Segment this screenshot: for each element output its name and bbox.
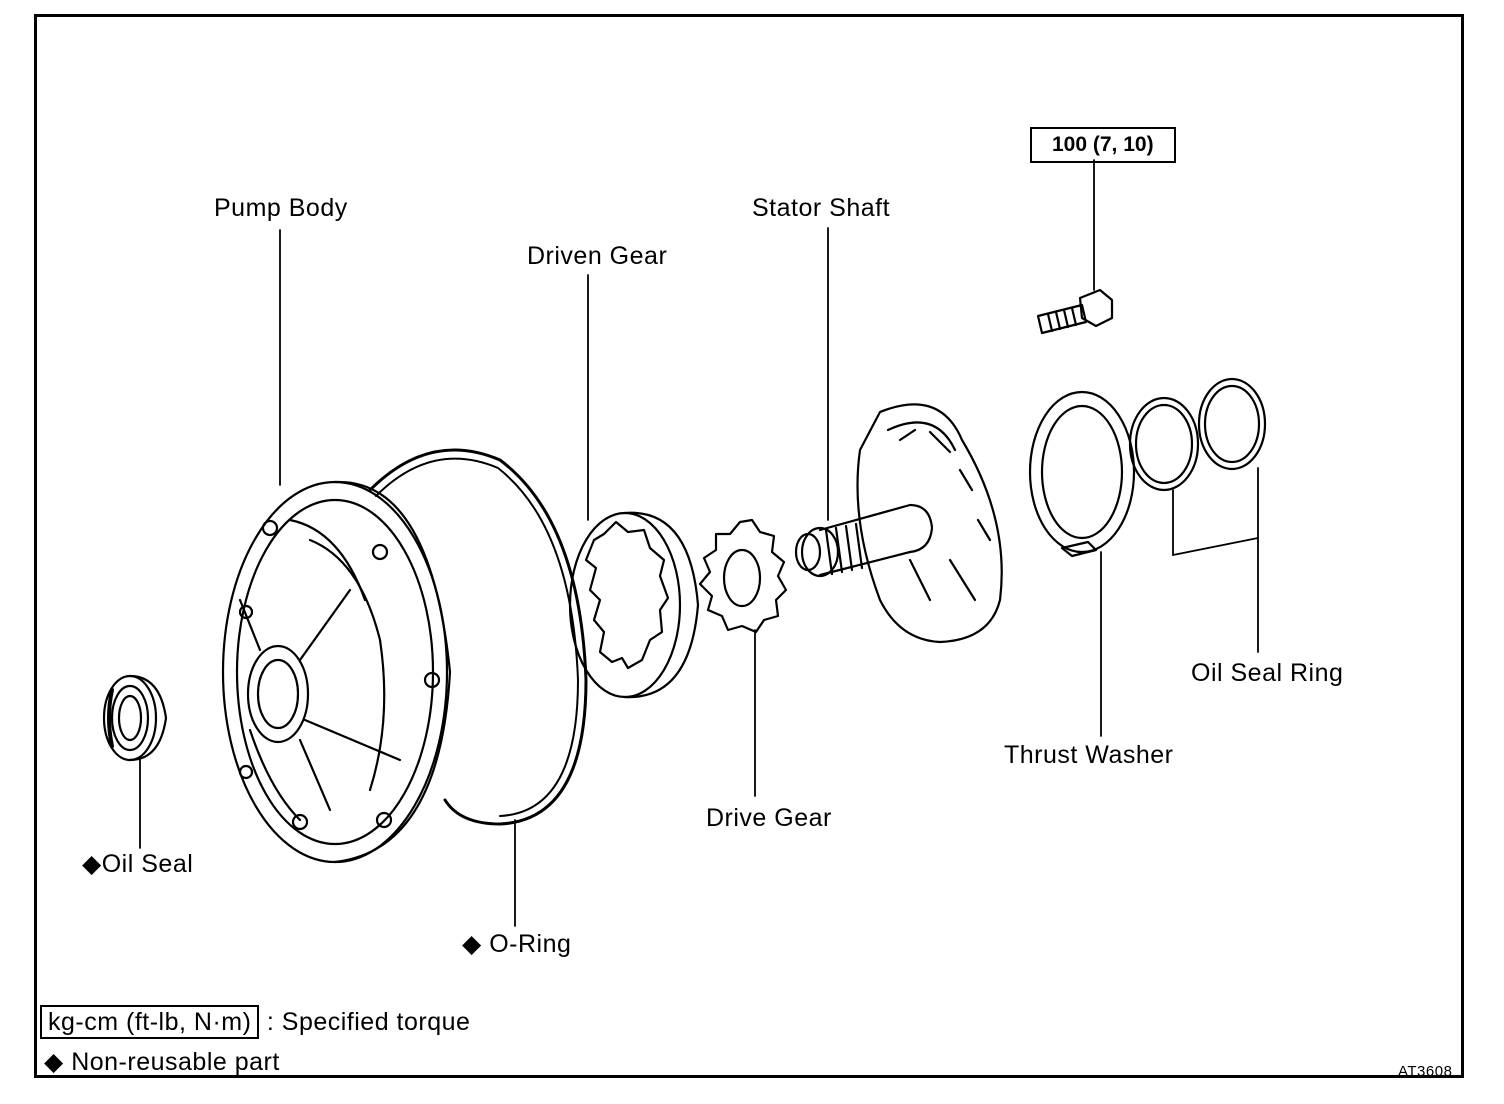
label-o-ring: ◆ O-Ring [462,932,571,957]
thrust-washer-part [1028,390,1136,558]
leader-lines [139,159,1259,927]
pump-body-part [221,480,452,864]
bolt-part [1036,288,1114,335]
label-oil-seal-text: Oil Seal [101,850,194,878]
stator-shaft-part [794,403,1003,644]
label-oil-seal-ring: Oil Seal Ring [1191,659,1344,687]
diamond-icon: ◆ [462,930,482,958]
legend-nonreusable-desc: Non-reusable part [71,1048,280,1076]
label-driven-gear: Driven Gear [527,242,668,270]
label-o-ring-text: O-Ring [489,930,572,958]
torque-spec-box: 100 (7, 10) [1030,127,1176,163]
oil-seal-part [102,674,168,762]
diamond-icon: ◆ [44,1048,64,1076]
legend-torque-desc: : Specified torque [266,1008,471,1036]
figure-code: AT3608 [1398,1063,1453,1080]
label-drive-gear: Drive Gear [706,804,832,832]
label-oil-seal: ◆Oil Seal [82,852,193,877]
legend-torque-unit-box: kg-cm (ft-lb, N·m) [40,1005,260,1039]
drive-gear-part [698,518,788,634]
diagram-frame [34,14,1464,1078]
oil-seal-rings-part [1128,377,1267,492]
o-ring-part [368,448,588,826]
driven-gear-part [568,511,700,699]
legend-torque: kg-cm (ft-lb, N·m) : Specified torque [40,1005,471,1039]
diamond-icon: ◆ [82,850,102,878]
label-thrust-washer: Thrust Washer [1004,741,1174,769]
label-pump-body: Pump Body [214,194,348,222]
legend-nonreusable: ◆ Non-reusable part [44,1050,280,1075]
label-stator-shaft: Stator Shaft [752,194,891,222]
